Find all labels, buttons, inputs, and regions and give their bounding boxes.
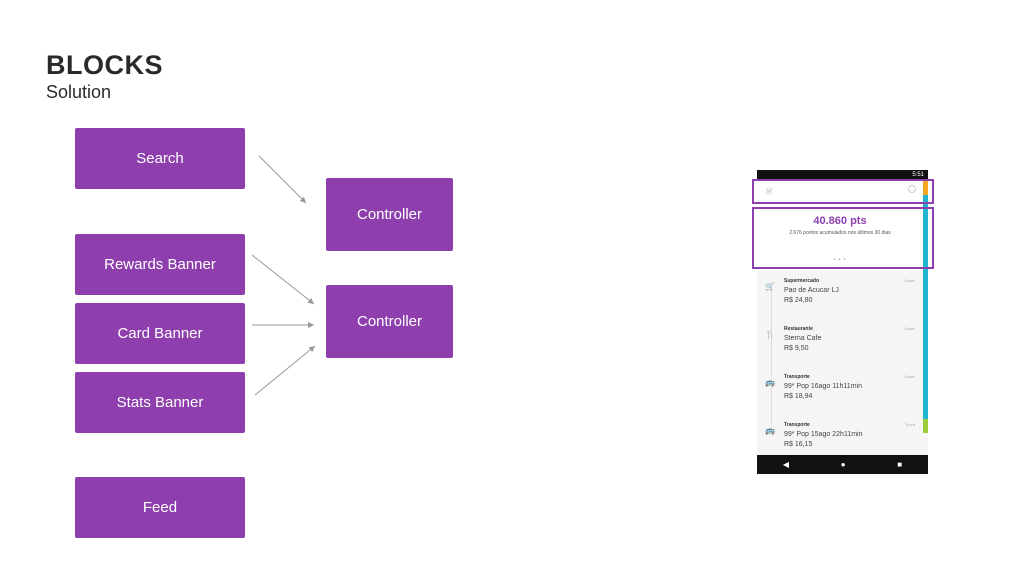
- phone-screenshot: 5:51 Ⓜ 40.860 pts 2.676 pontos acumulado…: [757, 170, 928, 474]
- cart-icon: 🛒: [765, 282, 775, 291]
- slide-subtitle: Solution: [46, 82, 112, 102]
- feed-merchant: 99* Pop 16ago 11h11min: [784, 383, 862, 390]
- logo-icon: Ⓜ: [765, 187, 773, 196]
- feed-tag: Gasto: [904, 326, 915, 331]
- fork-icon: 🍴: [765, 330, 775, 339]
- card-banner-block: Card Banner: [75, 303, 245, 364]
- feed-timeline: [771, 290, 772, 430]
- feed-amount: R$ 9,50: [784, 345, 809, 352]
- feed-item[interactable]: 🛒 Supermercado Gasto Pao de Acucar LJ R$…: [757, 274, 923, 318]
- feed-tag: Gasto: [904, 278, 915, 283]
- controller-block-2: Controller: [326, 285, 453, 358]
- feed-category: Supermercado: [784, 278, 820, 284]
- search-icon[interactable]: [908, 185, 916, 193]
- feed-merchant: 99* Pop 15ago 22h11min: [784, 431, 863, 438]
- rewards-banner[interactable]: 40.860 pts 2.676 pontos acumulados nos ú…: [757, 203, 923, 271]
- android-nav-bar: ◀ ● ■: [757, 455, 928, 474]
- feed-category: Restaurante: [784, 326, 813, 332]
- feed-category: Transporte: [784, 374, 810, 380]
- search-highlight: [752, 179, 934, 204]
- points-description: 2.676 pontos acumulados nos últimos 30 d…: [789, 230, 891, 236]
- home-icon[interactable]: ●: [840, 460, 846, 469]
- stats-banner-block: Stats Banner: [75, 372, 245, 433]
- search-bar[interactable]: Ⓜ: [757, 179, 928, 203]
- arrow-rewards-controller: [251, 254, 315, 305]
- status-bar: 5:51: [757, 170, 928, 179]
- recents-icon[interactable]: ■: [897, 460, 903, 469]
- feed-merchant: Pao de Acucar LJ: [784, 287, 839, 294]
- feed-merchant: Sterna Cafe: [784, 335, 822, 342]
- points-value: 40.860 pts: [813, 215, 867, 227]
- feed-tag: Troca: [904, 422, 915, 427]
- search-block: Search: [75, 128, 245, 189]
- feed-amount: R$ 16,15: [784, 441, 813, 448]
- feed-amount: R$ 24,80: [784, 297, 813, 304]
- feed-amount: R$ 18,94: [784, 393, 813, 400]
- slide-title: BLOCKS: [46, 50, 163, 80]
- banner-highlight: [752, 207, 934, 269]
- feed-category: Transporte: [784, 422, 810, 428]
- accent-strip: [923, 179, 928, 433]
- status-time: 5:51: [912, 171, 924, 178]
- bus-icon: 🚌: [765, 378, 775, 387]
- feed-item[interactable]: 🍴 Restaurante Gasto Sterna Cafe R$ 9,50: [757, 322, 923, 366]
- arrow-search-controller: [258, 155, 307, 204]
- bus-icon: 🚌: [765, 426, 775, 435]
- controller-block-1: Controller: [326, 178, 453, 251]
- feed-tag: Gasto: [904, 374, 915, 379]
- rewards-banner-block: Rewards Banner: [75, 234, 245, 295]
- arrow-stats-controller: [254, 345, 316, 396]
- back-icon[interactable]: ◀: [782, 460, 790, 469]
- pager-dots[interactable]: • • •: [833, 257, 847, 263]
- feed-block: Feed: [75, 477, 245, 538]
- feed-item[interactable]: 🚌 Transporte Troca 99* Pop 15ago 22h11mi…: [757, 418, 923, 462]
- feed-item[interactable]: 🚌 Transporte Gasto 99* Pop 16ago 11h11mi…: [757, 370, 923, 414]
